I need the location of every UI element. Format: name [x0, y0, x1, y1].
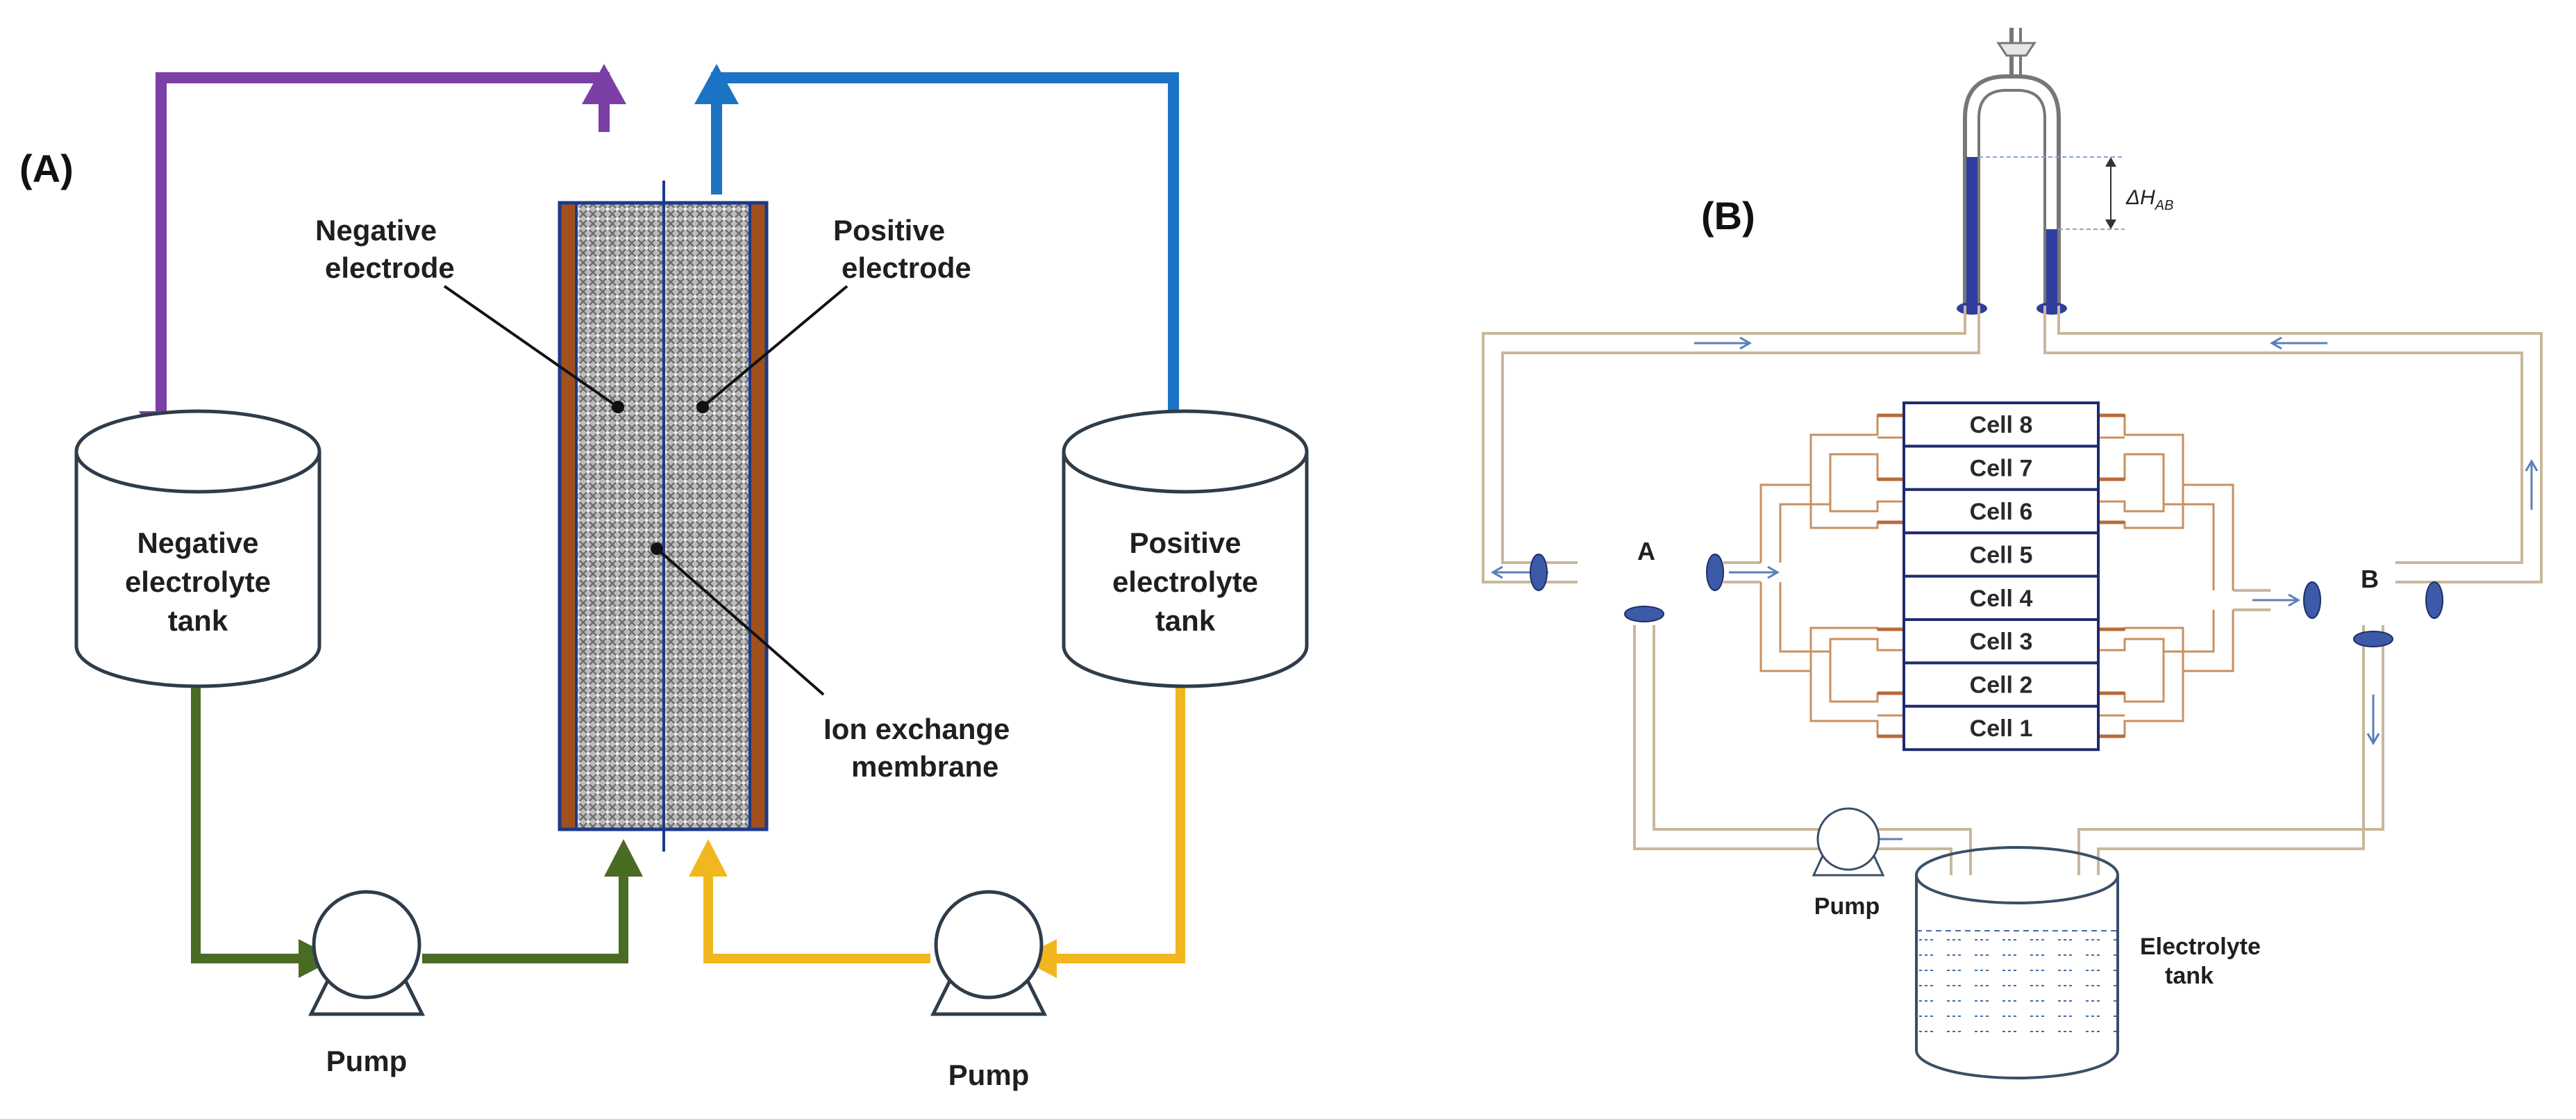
valve-a-right	[1706, 554, 1724, 591]
manometer	[1957, 28, 2125, 315]
valves	[1530, 554, 2443, 647]
positive-tank-label-2: electrolyte	[1112, 565, 1258, 598]
cell-connectors	[1877, 413, 2125, 738]
negative-tank-label-3: tank	[168, 604, 228, 637]
cell-label: Cell 2	[1970, 672, 2033, 699]
pump-b-label: Pump	[1814, 893, 1880, 920]
positive-electrode-plate	[750, 203, 767, 829]
cell-label: Cell 5	[1970, 542, 2033, 568]
delta-h-subscript: AB	[2155, 198, 2174, 213]
negative-electrode-label-2: electrode	[325, 251, 455, 284]
negative-flow-pipe	[156, 72, 610, 417]
pump-left-label: Pump	[326, 1045, 408, 1077]
negative-return-arrowhead-up	[604, 839, 643, 877]
cell-label: Cell 3	[1970, 629, 2033, 655]
negative-return-pipe	[191, 683, 628, 963]
manometer-right-fluid	[2046, 229, 2057, 306]
positive-electrode-dot	[696, 401, 709, 413]
cell-label: Cell 4	[1970, 586, 2033, 612]
positive-return-pipe	[703, 683, 1185, 963]
negative-flow-arrowhead-up	[582, 64, 626, 104]
positive-return-arrowhead-up	[689, 839, 728, 877]
positive-tank-label-1: Positive	[1129, 527, 1241, 559]
negative-tank-label-2: electrolyte	[125, 565, 271, 598]
electrolyte-tank-label-2: tank	[2165, 963, 2214, 989]
positive-tank-label-3: tank	[1155, 604, 1216, 637]
manifold-left	[1759, 414, 1904, 738]
membrane-label-1: Ion exchange	[823, 713, 1010, 745]
point-b-label: B	[2361, 565, 2379, 593]
membrane-dot	[651, 542, 663, 555]
valve-b-down	[2353, 631, 2393, 647]
negative-electrode-label-1: Negative	[315, 214, 437, 247]
manifold-right	[2098, 414, 2234, 738]
pump-right-label: Pump	[948, 1059, 1030, 1091]
cell-label: Cell 8	[1970, 412, 2033, 438]
electrolyte-tank-b	[1915, 846, 2119, 1079]
point-a-label: A	[1637, 537, 1655, 565]
delta-h-symbol: ΔH	[2125, 186, 2155, 209]
cell-stack: Cell 8 Cell 7 Cell 6 Cell 5 Cell 4 Cell 3 Cell…	[1902, 401, 2100, 752]
electrolyte-tank-label-1: Electrolyte	[2140, 934, 2261, 960]
membrane-pointer	[655, 547, 825, 696]
negative-electrode-plate	[560, 203, 576, 829]
cell-box	[1902, 704, 2100, 752]
manometer-left-fluid	[1966, 157, 1977, 306]
valve-a-left	[1530, 554, 1548, 591]
negative-electrode-dot	[612, 401, 624, 413]
panel-a-label: (A)	[19, 147, 74, 190]
pump-b	[1812, 807, 1885, 877]
cell-label: Cell 7	[1970, 456, 2033, 482]
positive-electrode-pointer	[701, 285, 848, 408]
positive-flow-pipe	[711, 72, 1179, 417]
negative-electrolyte-tank: Negative electrolyte tank	[74, 409, 321, 688]
pump-right	[930, 890, 1048, 1016]
cell-box	[1902, 531, 2100, 578]
valve-a-down	[1624, 606, 1664, 622]
membrane-label-2: membrane	[851, 750, 998, 783]
panel-a: (A) Negative elec	[19, 64, 1309, 1091]
panel-b: (B) ΔHAB	[1482, 28, 2543, 1079]
positive-electrolyte-tank: Positive electrolyte tank	[1062, 409, 1309, 688]
positive-flow-arrowhead-up	[694, 64, 739, 104]
panel-b-label: (B)	[1701, 194, 1755, 238]
valve-b-left	[2303, 581, 2321, 619]
cell-label: Cell 1	[1970, 715, 2033, 742]
pump-left	[308, 890, 426, 1016]
negative-electrode-pointer	[443, 285, 619, 408]
positive-electrode-label-2: electrode	[842, 251, 971, 284]
battery-cell-stack	[558, 181, 769, 852]
negative-tank-label-1: Negative	[137, 527, 258, 559]
delta-h-label: ΔHAB	[2125, 186, 2173, 213]
valve-b-right	[2425, 581, 2443, 619]
cell-label: Cell 6	[1970, 499, 2033, 525]
positive-electrode-label-1: Positive	[833, 214, 945, 247]
